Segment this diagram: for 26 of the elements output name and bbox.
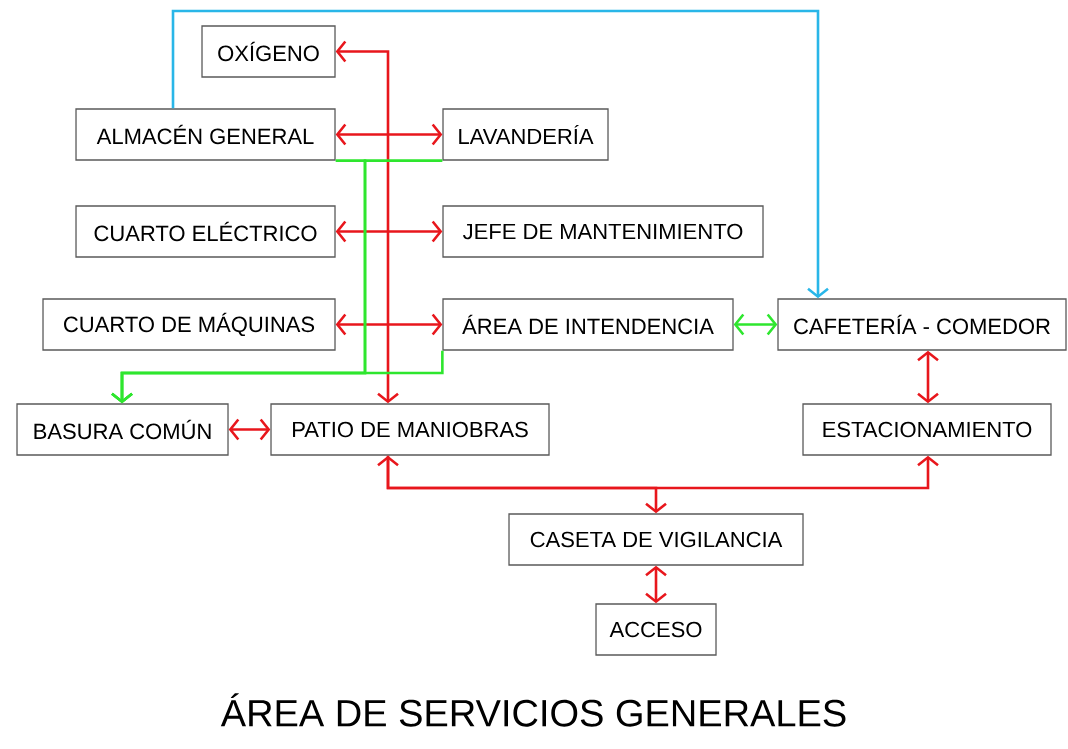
arrow	[111, 350, 444, 404]
arrow	[335, 40, 399, 404]
room-box: JEFE DE MANTENIMIENTO	[442, 205, 764, 258]
diagram-title: ÁREA DE SERVICIOS GENERALES	[220, 693, 846, 727]
arrow	[335, 220, 443, 243]
room-box: CUARTO DE MÁQUINAS	[42, 298, 336, 351]
arrow	[335, 123, 443, 146]
arrow	[917, 350, 939, 404]
arrow	[335, 313, 443, 336]
room-box: PATIO DE MANIOBRAS	[270, 403, 550, 456]
arrow	[386, 455, 667, 514]
arrow	[733, 313, 778, 336]
room-box: ESTACIONAMIENTO	[802, 403, 1052, 456]
room-box: BASURA COMÚN	[16, 403, 229, 456]
room-box: CASETA DE VIGILANCIA	[508, 513, 804, 566]
arrow	[228, 418, 271, 441]
room-box: ACCESO	[595, 603, 717, 656]
room-box: LAVANDERÍA	[442, 108, 609, 161]
arrow	[171, 9, 829, 299]
arrow	[377, 455, 939, 490]
arrow	[645, 565, 667, 604]
room-box: CUARTO ELÉCTRICO	[75, 205, 336, 258]
room-box: OXÍGENO	[201, 25, 336, 78]
room-box: ÁREA DE INTENDENCIA	[442, 298, 734, 351]
room-box: ALMACÉN GENERAL	[75, 108, 336, 161]
room-box: CAFETERÍA - COMEDOR	[777, 298, 1067, 351]
